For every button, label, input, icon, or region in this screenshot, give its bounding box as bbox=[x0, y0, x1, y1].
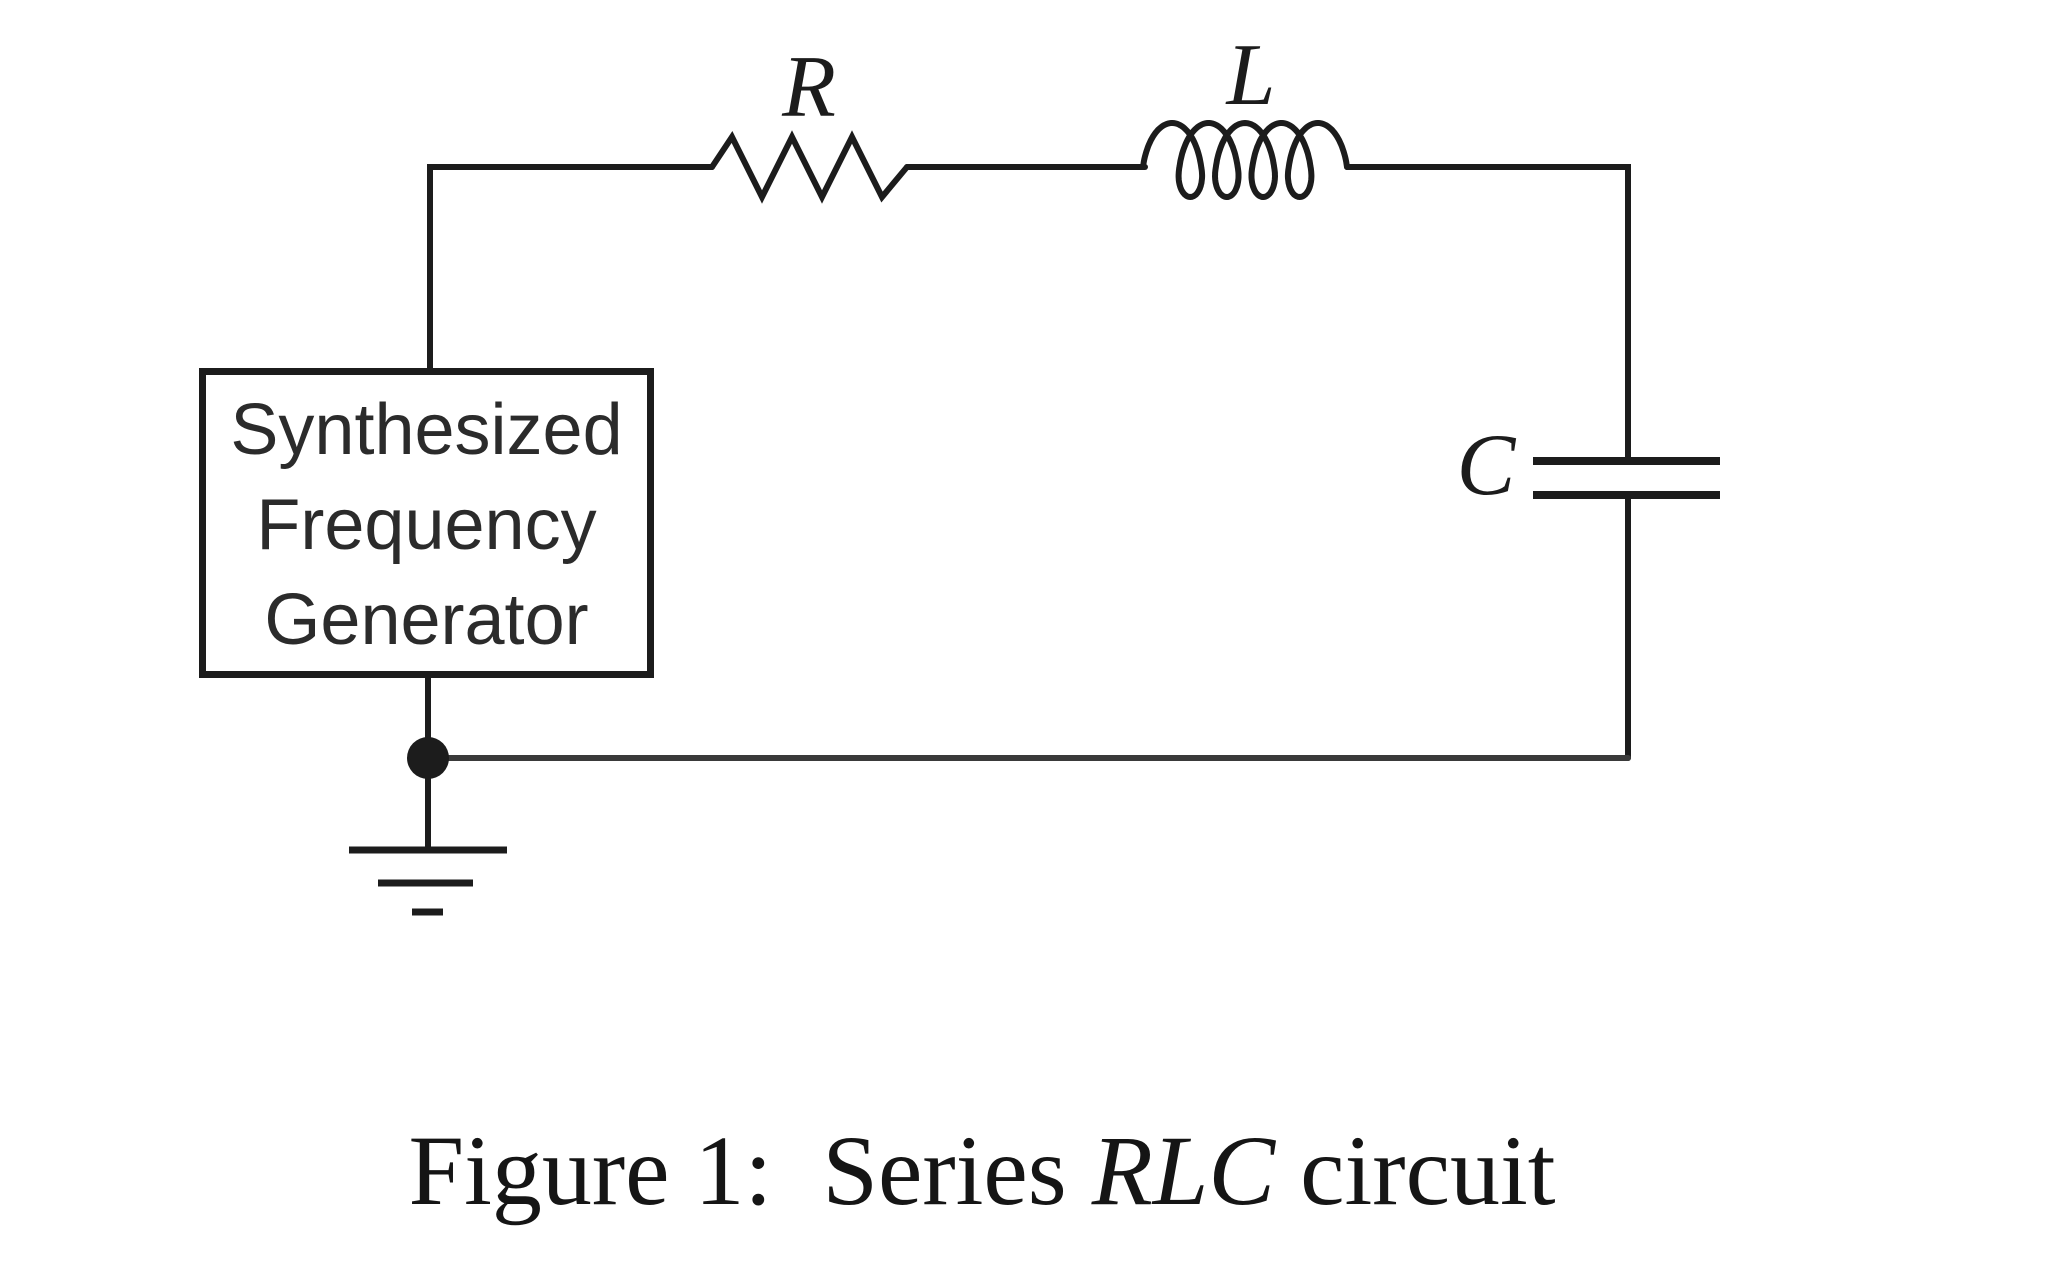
wire-inductor-to-capacitor bbox=[1344, 164, 1631, 464]
caption-suffix-word: circuit bbox=[1275, 1115, 1556, 1226]
caption-rlc-word: RLC bbox=[1091, 1115, 1276, 1226]
capacitor-label: C bbox=[1456, 417, 1516, 514]
junction-dot bbox=[407, 737, 449, 779]
caption-prefix: Figure 1: bbox=[408, 1115, 823, 1226]
wire-source-to-resistor bbox=[427, 164, 715, 375]
generator-label-line: Generator bbox=[264, 579, 589, 660]
caption-series-word: Series bbox=[822, 1115, 1092, 1226]
resistor-label: R bbox=[782, 39, 836, 136]
generator-label-line: Frequency bbox=[256, 484, 597, 565]
figure-caption: Figure 1: Series RLC circuit bbox=[0, 1116, 2005, 1226]
generator-box: Synthesized Frequency Generator bbox=[199, 368, 654, 678]
inductor-label: L bbox=[1226, 27, 1276, 124]
resistor-symbol bbox=[709, 130, 910, 204]
generator-label-line: Synthesized bbox=[230, 389, 623, 470]
inductor-symbol bbox=[1140, 119, 1350, 201]
